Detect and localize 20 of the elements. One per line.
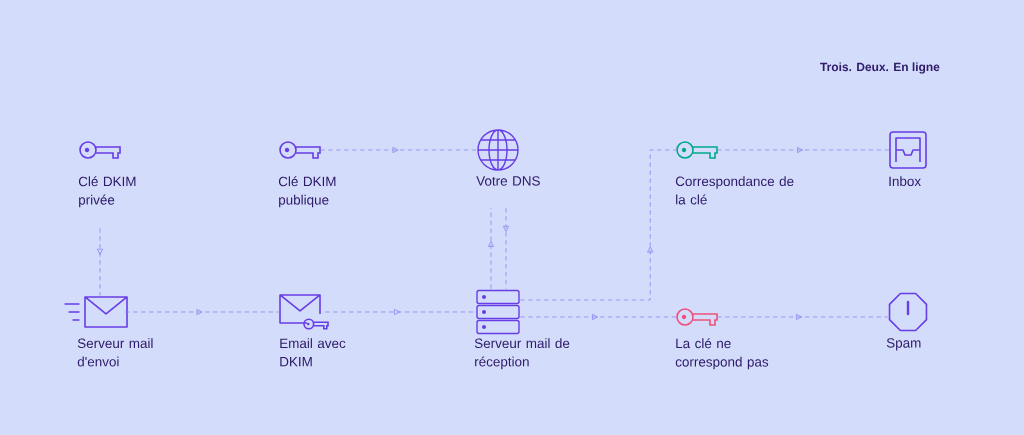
arrow: [124, 308, 282, 316]
arrow: [487, 207, 495, 290]
node-label: Email avec DKIM: [280, 338, 346, 367]
node-label: Inbox: [889, 176, 921, 187]
arrow: [96, 227, 104, 297]
node-label: Correspondance de la clé: [675, 176, 794, 205]
arrow: [716, 146, 891, 154]
arrow: [519, 313, 678, 321]
node-label: Clé DKIM privée: [78, 176, 136, 208]
tagline: Trois. Deux. En ligne: [820, 62, 940, 74]
arrow: [319, 146, 479, 154]
arrow: [519, 149, 678, 301]
node-label: La clé ne correspond pas: [675, 338, 769, 370]
node-label: Clé DKIM publique: [278, 176, 336, 208]
node-label: Serveur mail de réception: [474, 338, 570, 370]
node-label: Votre DNS: [476, 176, 540, 186]
arrow: [716, 313, 889, 321]
node-label: Spam: [886, 338, 921, 351]
arrow: [502, 207, 510, 290]
node-label: Serveur mail d'envoi: [77, 338, 153, 367]
